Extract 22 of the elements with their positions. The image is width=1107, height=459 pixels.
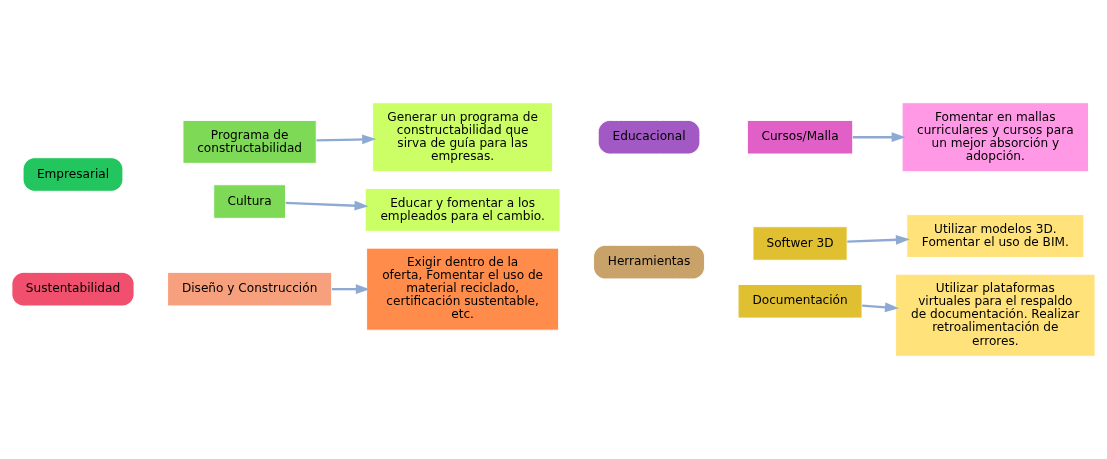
node-box: Cultura — [213, 184, 286, 219]
node-box: Diseño y Construcción — [167, 271, 333, 307]
arrow — [847, 234, 910, 245]
node-box: Educacional — [597, 119, 701, 155]
node-box: Herramientas — [593, 244, 705, 280]
node-box: Programa de constructabilidad — [182, 119, 317, 164]
node-box: Sustentabilidad — [11, 271, 135, 307]
node-box: Utilizar plataformas virtuales para el respaldo de documentación. Realizar retroalimentación de errores. — [895, 273, 1096, 357]
node-box: Softwer 3D — [752, 226, 848, 261]
arrow — [852, 132, 906, 143]
node-box: Educar y fomentar a los empleados para el cambio. — [364, 188, 561, 232]
node-box: Cursos/Malla — [746, 119, 854, 155]
node-box: Empresarial — [22, 157, 124, 192]
node-box: Exigir dentro de la oferta, Fomentar el uso de material reciclado, certificación sustentable, etc. — [366, 247, 560, 331]
node-box: Fomentar en mallas curriculares y cursos para un mejor absorción y adopción. — [901, 102, 1089, 173]
node-box: Utilizar modelos 3D. Fomentar el uso de BIM. — [906, 214, 1085, 258]
arrow — [331, 284, 370, 295]
arrow — [316, 134, 377, 145]
arrow — [285, 200, 369, 211]
node-box: Documentación — [737, 284, 863, 319]
arrow — [862, 302, 899, 313]
node-box: Generar un programa de constructabilidad que sirva de guía para las empresas. — [372, 102, 554, 173]
